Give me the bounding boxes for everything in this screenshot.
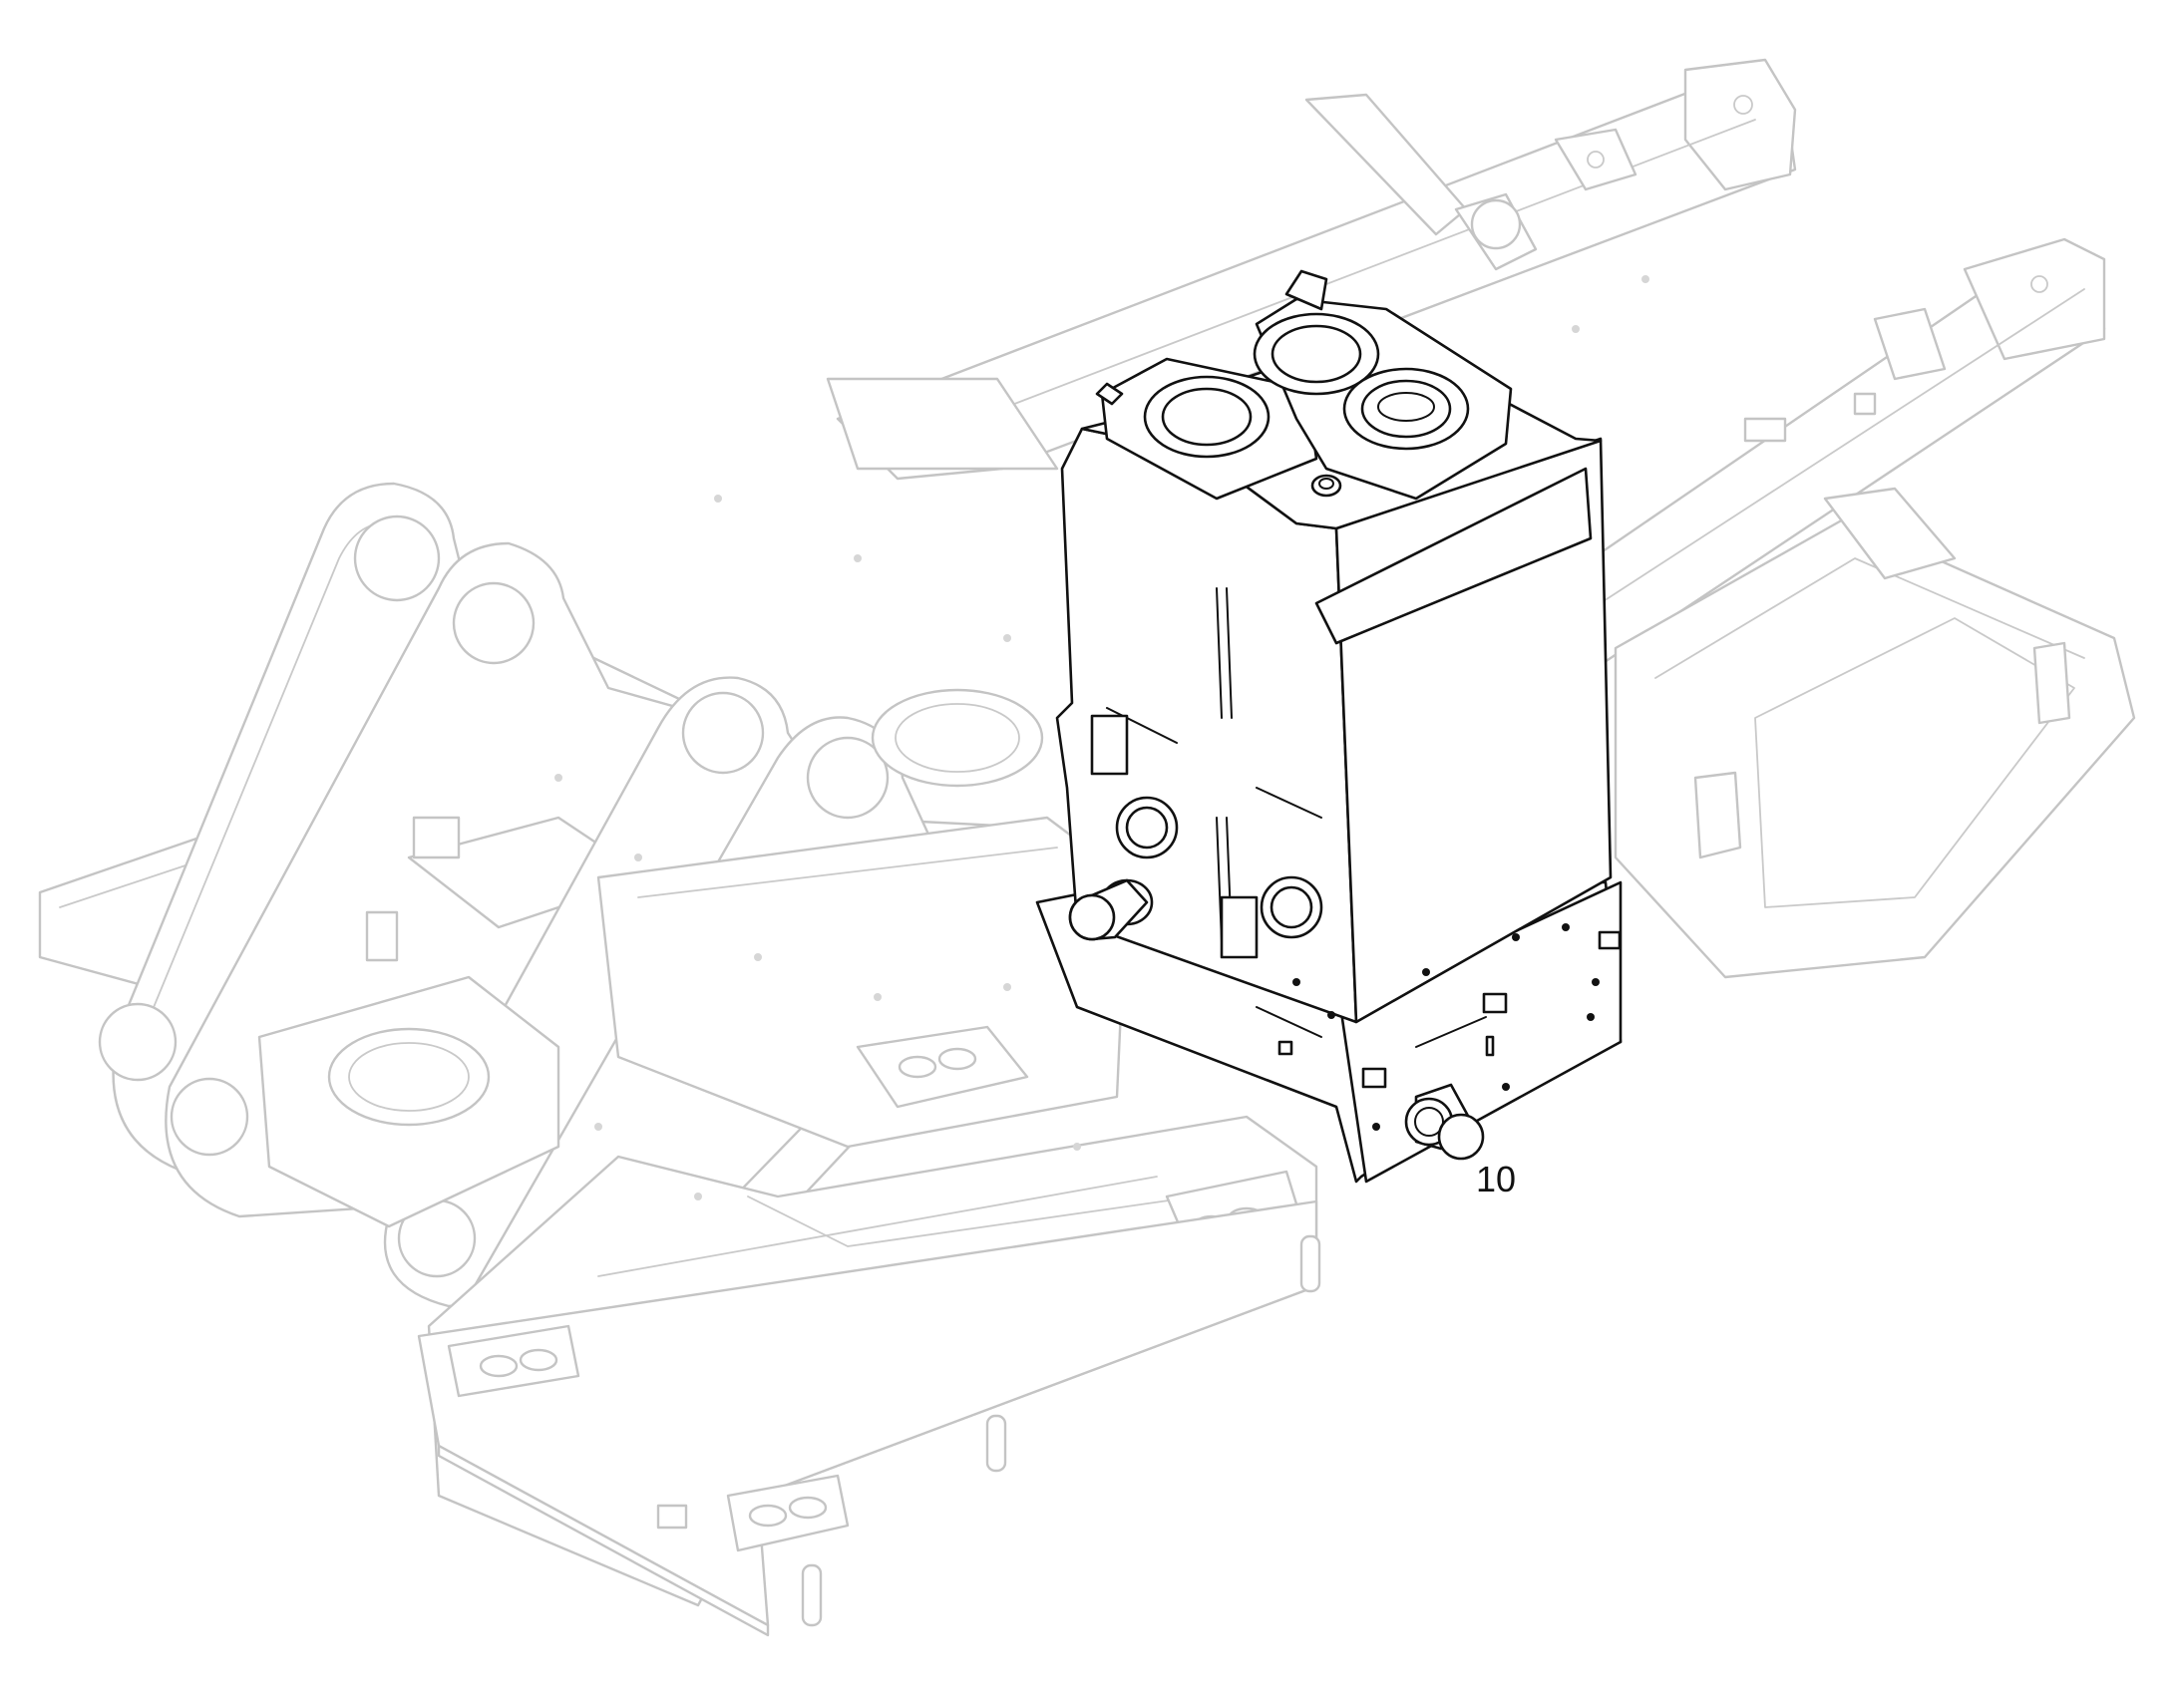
plate-block-c — [1598, 930, 1622, 950]
ghosted-vehicle-frame — [38, 58, 2136, 1637]
breather-item-10 — [1404, 1083, 1485, 1161]
top-flange-rings — [1143, 312, 1470, 498]
plate-block-b — [1482, 992, 1508, 1014]
tank-access-plate-lower — [1220, 895, 1259, 959]
right-hanging-subframe — [1614, 487, 2136, 979]
callout-label-10: 10 — [1476, 1159, 1516, 1199]
rear-long-rail-lower — [1474, 237, 2106, 690]
highlighted-tank-assembly — [1035, 269, 1623, 1184]
plate-block-a — [1361, 1067, 1387, 1089]
left-slew-ring — [257, 688, 1044, 1228]
tank-access-plate-upper — [1090, 714, 1129, 776]
front-bumper-beam — [417, 1199, 1321, 1637]
center-cross-frame — [596, 816, 1129, 1149]
tank-side-breather — [1068, 878, 1154, 941]
